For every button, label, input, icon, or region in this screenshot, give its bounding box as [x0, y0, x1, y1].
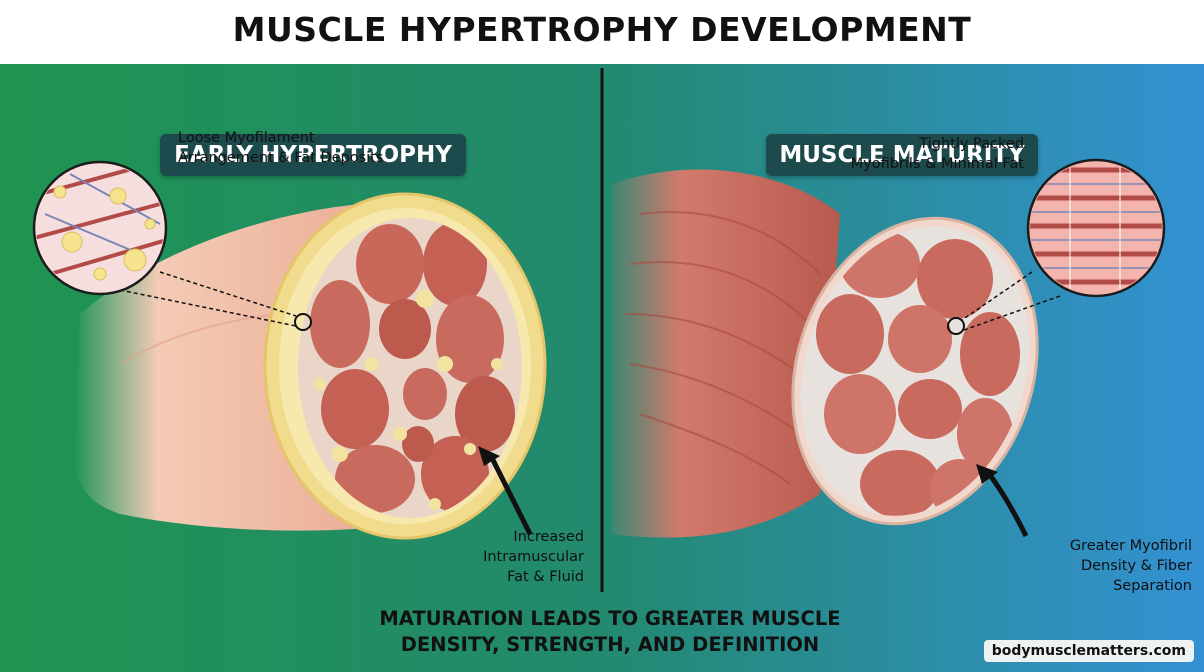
- summary-footer: MATURATION LEADS TO GREATER MUSCLE DENSI…: [330, 606, 890, 658]
- mature-muscle-illustration: [612, 169, 1061, 538]
- tight-myofibril-zoom: [1026, 158, 1166, 298]
- arrow-fat-head: [478, 446, 500, 466]
- loose-myofilament-zoom: [32, 160, 168, 296]
- callout-line: Loose Myofilament: [178, 130, 315, 146]
- callout-line: Fat & Fluid: [507, 569, 584, 585]
- illustration-panel: EARLY HYPERTROPHY MUSCLE MATURITY: [0, 64, 1204, 672]
- callout-tightly-packed: Tightly Packed Myofibrils & Minimal Fat: [851, 134, 1024, 174]
- summary-line-2: DENSITY, STRENGTH, AND DEFINITION: [400, 633, 820, 656]
- callout-line: Intramuscular: [483, 549, 584, 565]
- callout-line: Arrangement & Fat Deposits: [178, 150, 384, 166]
- callout-myofibril-density: Greater Myofibril Density & Fiber Separa…: [1070, 536, 1192, 596]
- callout-line: Separation: [1113, 578, 1192, 594]
- arrow-density-head: [976, 464, 998, 484]
- callout-line: Tightly Packed: [919, 136, 1024, 152]
- callout-loose-myofilament: Loose Myofilament Arrangement & Fat Depo…: [178, 128, 383, 168]
- muscle-maturity-heading: MUSCLE MATURITY: [766, 134, 1038, 176]
- page-title: MUSCLE HYPERTROPHY DEVELOPMENT: [232, 10, 972, 49]
- early-arm-illustration: [74, 192, 547, 540]
- callout-line: Increased: [513, 529, 584, 545]
- callout-line: Greater Myofibril: [1069, 538, 1192, 554]
- website-credit: bodymusclematters.com: [983, 640, 1194, 662]
- callout-intramuscular-fat: Increased Intramuscular Fat & Fluid: [483, 527, 584, 587]
- early-hypertrophy-heading: EARLY HYPERTROPHY: [160, 134, 466, 176]
- callout-line: Myofibrils & Minimal Fat: [850, 156, 1024, 172]
- title-bar: MUSCLE HYPERTROPHY DEVELOPMENT: [0, 0, 1204, 64]
- summary-line-1: MATURATION LEADS TO GREATER MUSCLE: [379, 607, 841, 630]
- callout-line: Density & Fiber: [1080, 558, 1192, 574]
